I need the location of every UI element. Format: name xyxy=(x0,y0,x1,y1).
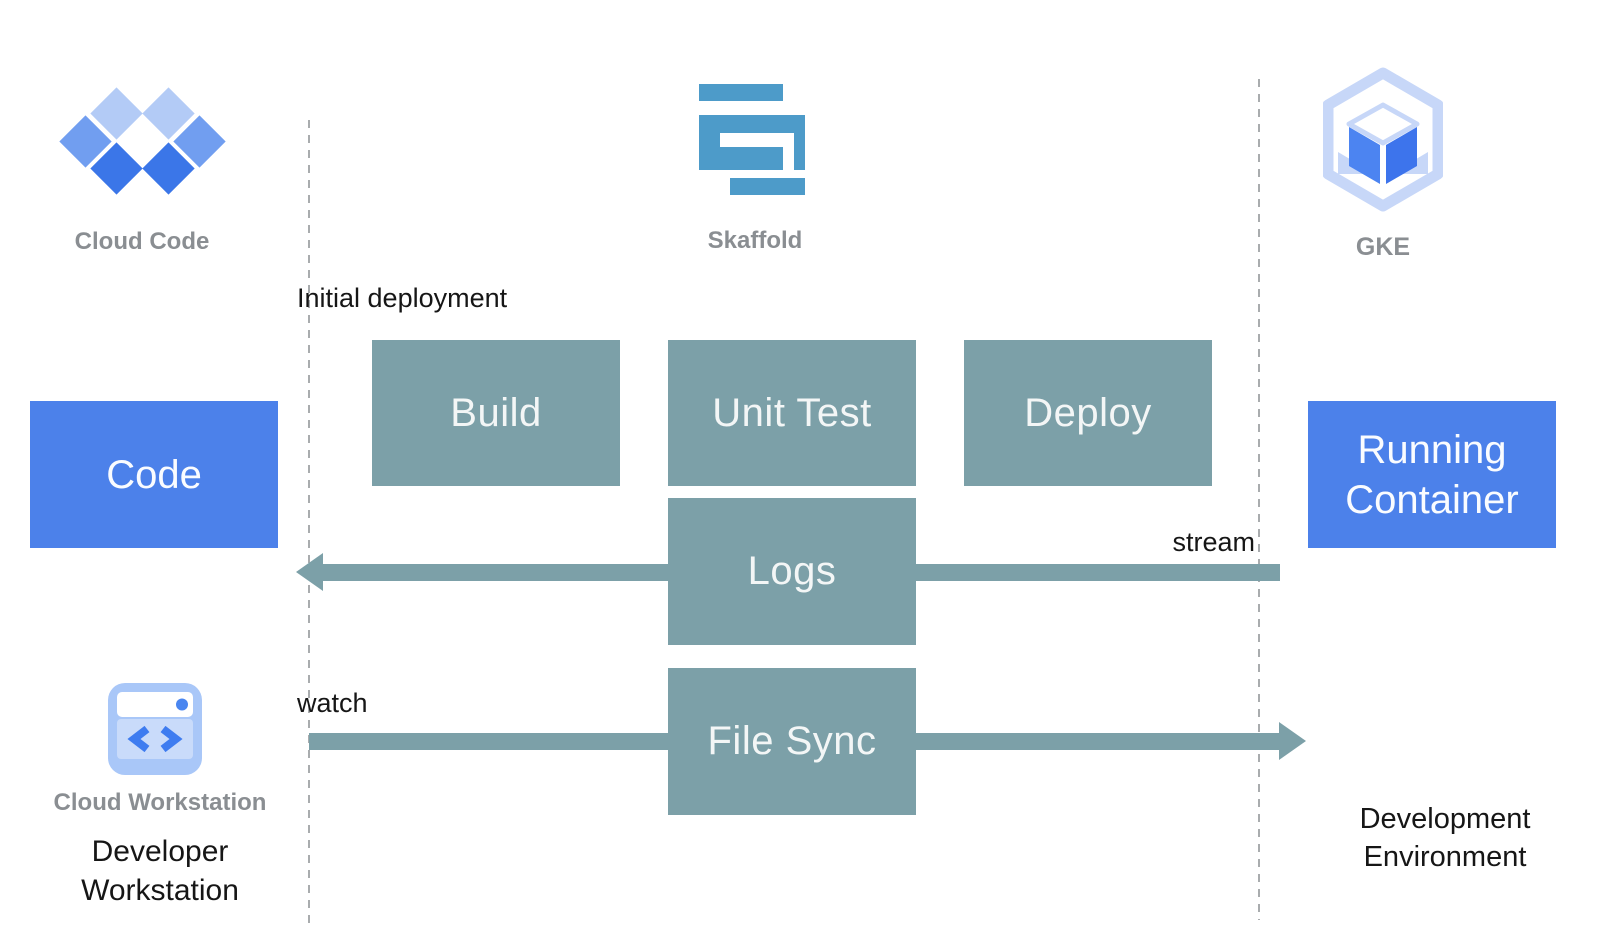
skaffold-mid-bottom-bar xyxy=(720,147,783,170)
code-endpoint-box: Code xyxy=(30,401,278,548)
logs-stream-arrowhead-icon xyxy=(296,553,323,591)
running-container-endpoint-box: Running Container xyxy=(1308,401,1556,548)
gke-hexagon-cube-icon xyxy=(1323,67,1443,212)
file-sync-watch-arrowhead-icon xyxy=(1279,722,1306,760)
left-lane-divider xyxy=(308,120,310,930)
development-environment-caption: Development Environment xyxy=(1359,803,1531,873)
developer-workstation-caption: Developer Workstation xyxy=(81,835,239,907)
logs-step-box: Logs xyxy=(668,498,916,645)
skaffold-bottom-bar xyxy=(730,178,805,195)
cloud-code-label: Cloud Code xyxy=(74,228,210,255)
build-step-box: Build xyxy=(372,340,620,486)
skaffold-label: Skaffold xyxy=(707,227,803,254)
cloud-workstation-label: Cloud Workstation xyxy=(53,789,267,816)
stream-note: stream xyxy=(1172,527,1255,557)
skaffold-s-bars-icon xyxy=(699,84,805,195)
cloud-workstation-window-icon xyxy=(108,683,202,775)
skaffold-mid-top-bar xyxy=(699,115,805,133)
file-sync-step-box: File Sync xyxy=(668,668,916,815)
skaffold-mid-left-bar xyxy=(699,115,720,170)
deploy-step-box: Deploy xyxy=(964,340,1212,486)
initial-deployment-note: Initial deployment xyxy=(297,283,508,313)
skaffold-top-bar xyxy=(699,84,783,101)
unit-test-step-box: Unit Test xyxy=(668,340,916,486)
watch-note: watch xyxy=(297,688,368,718)
right-lane-divider xyxy=(1258,79,1260,920)
gke-label: GKE xyxy=(1355,233,1411,261)
cloud-code-diamonds-icon xyxy=(58,86,226,196)
skaffold-mid-right-bar xyxy=(794,115,805,170)
